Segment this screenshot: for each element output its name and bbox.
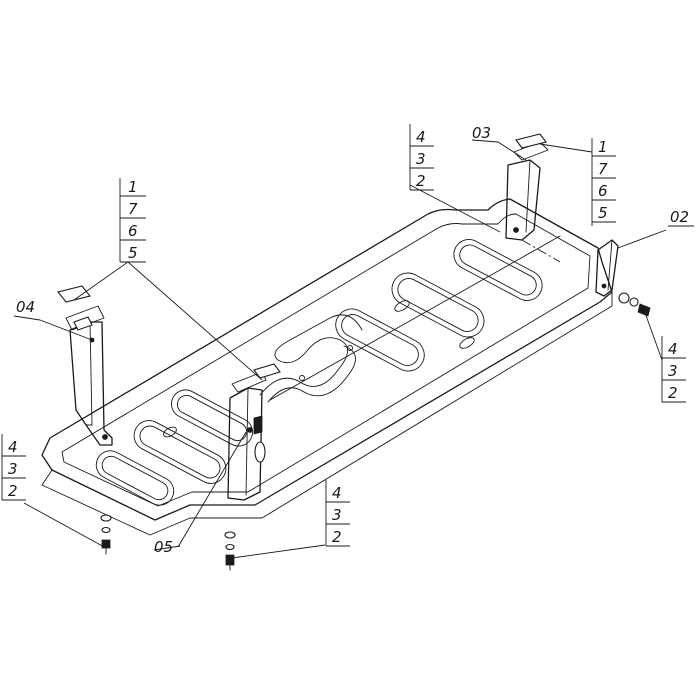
callout-stack-d: 4 3 2 (1, 434, 26, 501)
leader-line (127, 261, 263, 381)
stamped-slot (171, 389, 253, 447)
small-hole (347, 345, 353, 351)
oval-hole (394, 300, 410, 312)
center-line (521, 239, 561, 263)
callout-number: 2 (332, 528, 342, 546)
callout-number: 4 (668, 340, 678, 358)
leader-line (643, 309, 663, 361)
callout-number: 3 (8, 460, 18, 478)
leader-line (39, 319, 93, 341)
bracket-04 (65, 305, 113, 446)
stamped-slot (335, 308, 425, 372)
callout-number: 1 (598, 138, 608, 156)
bracket-03 (505, 141, 549, 241)
leader-line (497, 141, 527, 161)
callout-number: 4 (416, 128, 426, 146)
callout-number: 2 (668, 384, 678, 402)
part-label-04: 04 (16, 298, 35, 316)
stamped-channel (259, 314, 363, 396)
small-hole (299, 375, 305, 381)
callout-number: 6 (128, 222, 138, 240)
bolt-assembly (253, 415, 266, 463)
spacer-plate (73, 316, 93, 331)
leader-line (409, 184, 501, 233)
stamped-channel-inner (267, 345, 356, 403)
bracket-02 (595, 239, 619, 297)
callout-number: 3 (332, 506, 342, 524)
callout-stack-e: 4 3 2 (325, 480, 350, 547)
spacer-plate (515, 133, 547, 149)
bolt-assembly (100, 514, 112, 555)
bolt-assembly (618, 292, 651, 317)
bracket-05 (227, 371, 267, 501)
callout-number: 4 (332, 484, 342, 502)
leader-line (23, 502, 107, 549)
stamped-slot (453, 239, 543, 301)
spacer-plate (57, 285, 91, 303)
skid-plate-inner-edge (61, 213, 591, 507)
leader-line (177, 431, 247, 548)
callout-number: 6 (598, 182, 608, 200)
callout-number: 7 (598, 160, 608, 178)
leader-line (231, 544, 326, 559)
callout-number: 7 (128, 200, 138, 218)
callout-stack-c: 4 3 2 (409, 124, 434, 191)
oval-hole (459, 337, 475, 349)
leader-line (539, 143, 593, 153)
callout-number: 5 (598, 204, 608, 222)
skid-plate-rib-line (269, 235, 561, 401)
callout-number: 3 (416, 150, 426, 168)
part-label-03: 03 (472, 124, 491, 142)
stamped-slot (95, 450, 175, 506)
callout-number: 4 (8, 438, 18, 456)
leader-line (617, 229, 667, 249)
bolt-assembly (224, 531, 236, 571)
callout-stack-b: 1 7 6 5 (591, 138, 616, 226)
callout-number: 3 (668, 362, 678, 380)
skid-plate-outline (41, 198, 613, 521)
stamped-slot (391, 272, 485, 338)
skid-plate (41, 198, 613, 536)
leader-line (73, 261, 129, 301)
callout-number: 5 (128, 244, 138, 262)
stamped-slot (133, 420, 227, 484)
part-label-05: 05 (154, 538, 173, 556)
callout-number: 1 (128, 178, 138, 196)
part-label-02: 02 (670, 208, 689, 226)
callout-stack-f: 4 3 2 (661, 336, 686, 403)
callout-number: 2 (8, 482, 18, 500)
skid-plate-back-flange (41, 291, 613, 536)
oval-hole (163, 426, 177, 438)
spacer-plate (253, 363, 281, 379)
callout-number: 2 (416, 172, 426, 190)
callout-stack-a: 1 7 6 5 (119, 178, 146, 263)
